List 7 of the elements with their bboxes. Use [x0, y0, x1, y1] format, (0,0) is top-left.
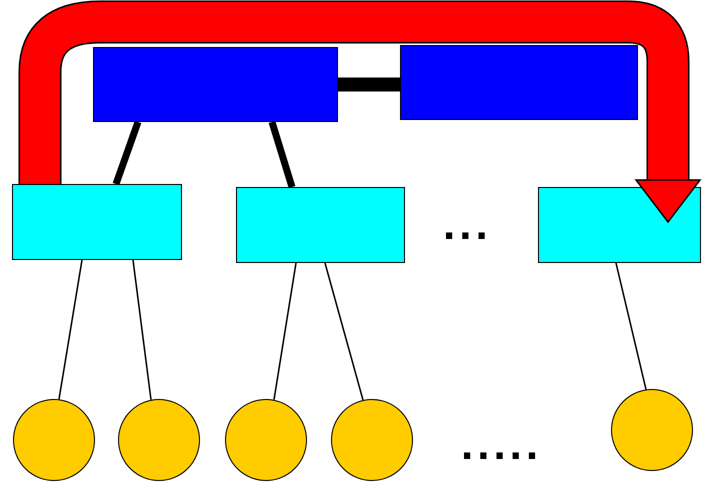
- ellipsis-text: ...: [443, 205, 492, 245]
- rectangle-node: [12, 184, 182, 260]
- rectangle-node: [93, 47, 338, 122]
- ellipsis-text: .....: [461, 425, 542, 465]
- rectangle-node: [236, 187, 405, 263]
- rectangle-node: [538, 187, 701, 263]
- rectangle-node: [400, 45, 638, 120]
